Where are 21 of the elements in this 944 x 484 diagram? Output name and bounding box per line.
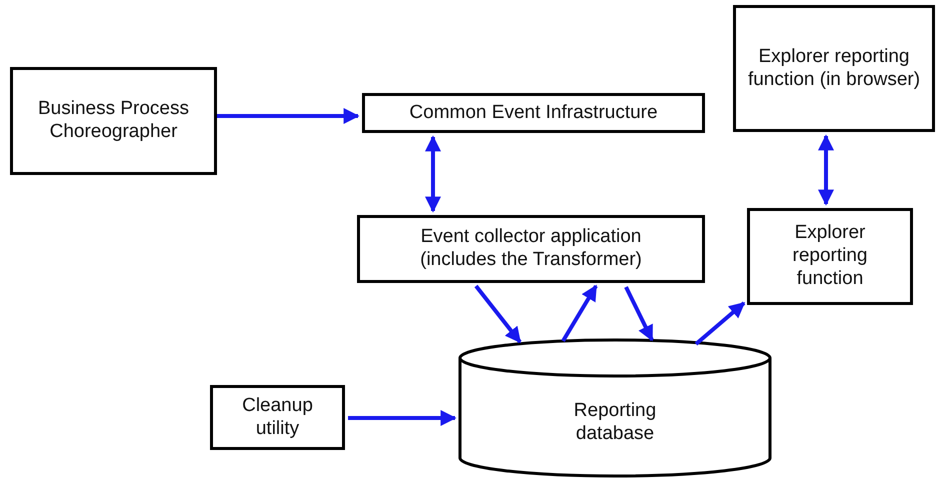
process-box (362, 93, 705, 133)
process-box (210, 385, 345, 450)
process-box (10, 67, 217, 175)
node-label: Business Process Choreographer (36, 98, 190, 144)
arrow (694, 301, 746, 346)
arrow (624, 286, 654, 342)
process-box (357, 215, 705, 283)
node-label: Cleanup utility (241, 394, 314, 440)
process-box (733, 5, 935, 132)
node-label: Explorer reporting function (792, 222, 868, 291)
node-label: Common Event Infrastructure (408, 102, 659, 124)
arrow (425, 135, 441, 213)
process-box (747, 208, 913, 305)
arrow (217, 108, 360, 124)
node-label: Event collector application (includes the Transformer) (419, 226, 643, 272)
arrow (818, 134, 834, 206)
arrow (348, 410, 457, 426)
node-label: Explorer reporting function (in browser) (746, 46, 922, 92)
arrow (561, 284, 598, 342)
arrow (474, 284, 522, 344)
node-label: Reporting database (572, 400, 658, 446)
